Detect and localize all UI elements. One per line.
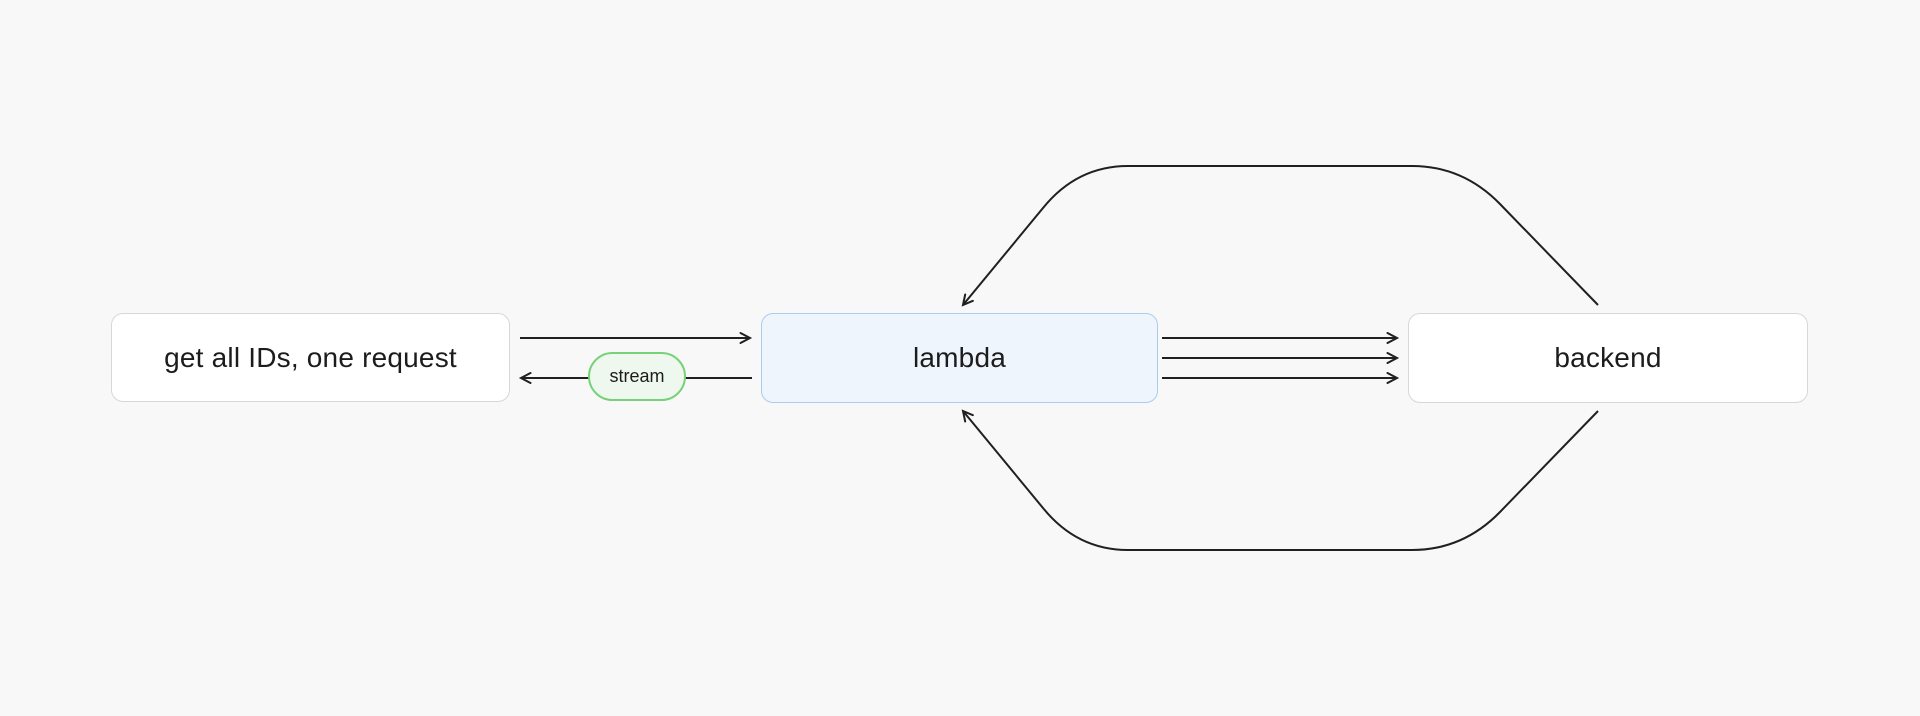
arrow-backend-to-lambda-top-loop[interactable] — [961, 165, 1599, 307]
edge-badge-stream-label: stream — [609, 366, 665, 386]
node-client[interactable]: get all IDs, one request — [111, 313, 510, 402]
arrow-backend-to-lambda-bottom-loop[interactable] — [961, 409, 1599, 551]
node-lambda-label: lambda — [912, 342, 1007, 373]
edge-badge-stream[interactable]: stream — [588, 352, 686, 401]
node-backend[interactable]: backend — [1408, 313, 1808, 403]
node-lambda[interactable]: lambda — [761, 313, 1158, 403]
node-backend-label: backend — [1554, 342, 1662, 373]
node-client-label: get all IDs, one request — [164, 341, 457, 373]
